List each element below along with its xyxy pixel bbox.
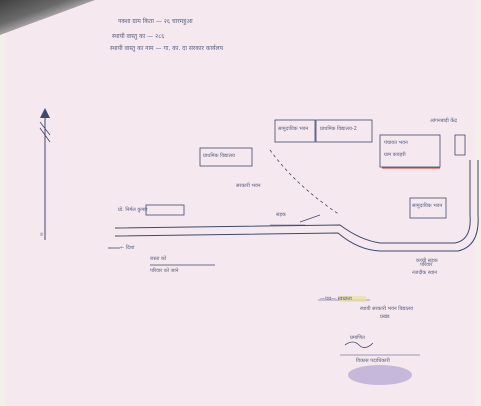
building-label-6: प्राथमिक विद्यालय	[203, 153, 235, 159]
legend-line-1: —पथ— स्वच्छता	[320, 296, 352, 302]
signature-line-2: विकास पदाधिकारी	[356, 358, 390, 364]
right-caption-1: परिवार	[420, 262, 433, 268]
building-box-4	[454, 134, 466, 156]
north-arrow-icon	[39, 108, 51, 240]
document-paper	[6, 0, 475, 406]
building-box-7	[145, 204, 185, 216]
header-line-3: स्थायी वास्तु का नाम — गा. का. दा सरकार …	[110, 45, 224, 52]
building-label-5: आंगनबाड़ी केंद्र	[430, 118, 457, 124]
building-box-2	[315, 119, 373, 143]
left-caption-4: परिवार को जाने	[150, 268, 179, 274]
right-caption-2: नजदीक स्थान	[412, 270, 437, 276]
signature-line-1: प्रमाणित	[350, 335, 365, 341]
north-mark-label: उ	[40, 232, 43, 238]
building-box-1	[274, 119, 316, 143]
building-box-3	[379, 134, 441, 168]
left-caption-3: रास्ता को	[150, 256, 167, 262]
building-label-3: पंचायत भवन	[384, 140, 408, 146]
signature-scribble	[344, 341, 374, 348]
left-caption-2: ← दिशा	[120, 245, 135, 251]
road-note: कच्ची सड़क	[416, 258, 438, 264]
dashed-path	[269, 149, 341, 216]
left-caption-1: प्रो. निर्मल कुमार	[118, 207, 148, 213]
building-box-6	[409, 197, 447, 219]
legend-line-3: प्रखंड	[380, 314, 390, 320]
building-box-5	[199, 147, 253, 167]
building-label-4: ग्राम कचहरी	[384, 152, 406, 158]
main-road	[114, 160, 479, 252]
building-label-8: सामुदायिक भवन	[412, 203, 443, 209]
road-label: सड़क	[276, 212, 286, 218]
header-line-1: नक्शा ग्राम किता — २६ चारमहुआ	[118, 18, 193, 25]
building-label-2: प्राथमिक विद्यालय-2	[320, 126, 357, 132]
building-label-1: सामुदायिक भवन	[278, 126, 309, 132]
header-line-2: स्थायी वास्तु का — २८६	[112, 33, 165, 40]
official-stamp	[348, 365, 412, 385]
building-label-7: सरकारी भवन	[236, 183, 261, 189]
legend-line-2: स्थायी सरकारी भवन विद्यालय	[360, 306, 414, 312]
